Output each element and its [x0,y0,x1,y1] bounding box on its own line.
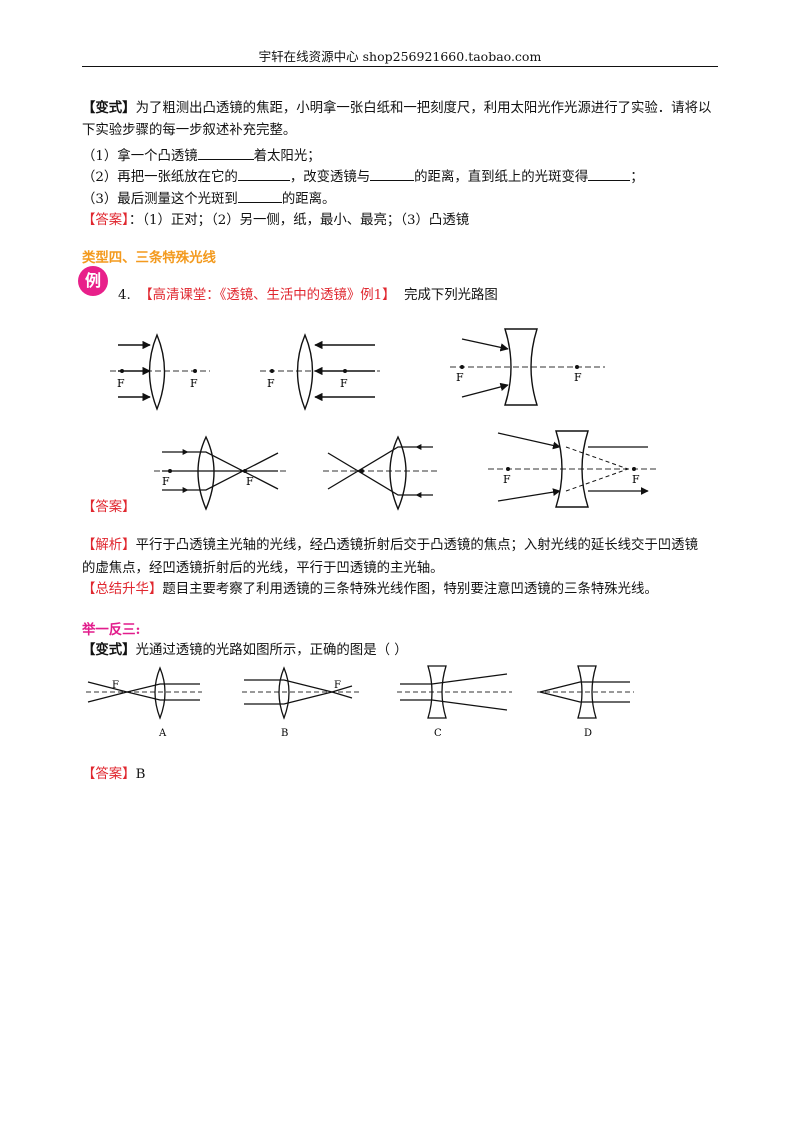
focus-label: F [340,377,348,390]
analysis-label: 【解析】 [82,538,136,553]
step2-b: ，改变透镜与 [289,170,371,185]
variant1-line1: 【变式】为了粗测出凸透镜的焦距，小明拿一张白纸和一把刻度尺，利用太阳光作光源进行… [82,98,711,119]
practice-label: 【变式】 [82,642,136,658]
practice-question-text: 光通过透镜的光路如图所示，正确的图是（ ） [135,643,408,658]
ray-diagrams-answers: F F F F [154,430,658,511]
focus-label: F [117,377,125,390]
practice-answer: 【答案】B [82,765,145,785]
answer-convex-2 [323,435,438,511]
header-rule [82,66,718,67]
example-source: 【高清课堂：《透镜、生活中的透镜》例1】 [139,288,396,303]
practice-diagrams: F A F B C D [86,665,634,739]
option-a-diagram: F A [86,666,202,739]
answer2-label: 【答案】 [82,500,136,515]
section-title: 类型四、三条特殊光线 [82,250,216,266]
focus-label: F [334,680,341,691]
step2: （2）再把一张纸放在它的 ，改变透镜与 的距离，直到纸上的光斑变得 ； [82,166,644,188]
analysis-text: 平行于凸透镜主光轴的光线，经凸透镜折射后交于凸透镜的焦点；入射光线的延长线交于凹… [135,538,698,553]
step2-a: （2）再把一张纸放在它的 [82,170,238,185]
step3: （3）最后测量这个光斑到 的距离。 [82,188,335,210]
variant1-line2: 下实验步骤的每一步叙述补充完整。 [82,123,297,138]
convex-lens-icon [148,333,166,411]
option-d-label: D [584,728,592,739]
practice-title: 举一反三: [82,622,141,638]
practice-answer-label: 【答案】 [82,767,136,782]
diagram-convex-1: F F [110,333,210,411]
concave-lens-icon [577,665,597,719]
convex-lens-icon [154,666,166,720]
focus-label: F [632,473,640,486]
step2-d: ； [630,170,644,185]
step1-b: 着太阳光； [253,149,321,164]
concave-lens-icon [555,430,589,508]
example-badge: 例 [78,266,108,296]
variant-text: 为了粗测出凸透镜的焦距，小明拿一张白纸和一把刻度尺，利用太阳光作光源进行了实验．… [135,101,712,116]
summary-line: 【总结升华】题目主要考察了利用透镜的三条特殊光线作图，特别要注意凹透镜的三条特殊… [82,580,658,600]
step1: （1）拿一个凸透镜 着太阳光； [82,145,321,167]
concave-lens-icon [427,665,447,719]
diagram-concave-1: F F [450,328,605,406]
answer-concave-1: F F [488,430,658,508]
step3-a: （3）最后测量这个光斑到 [82,192,238,207]
blank-3 [370,166,415,181]
focus-label: F [246,475,254,488]
example-line: 4. 【高清课堂：《透镜、生活中的透镜》例1】 完成下列光路图 [118,286,498,306]
convex-lens-icon [278,666,290,720]
focus-label: F [112,680,119,691]
convex-lens-icon [296,333,314,411]
convex-lens-icon [389,435,407,511]
blank-4 [588,166,631,181]
option-d-diagram: D [537,665,634,739]
step3-b: 的距离。 [281,192,336,207]
example-instruction: 完成下列光路图 [404,288,498,303]
step1-a: （1）拿一个凸透镜 [82,149,198,164]
page-header: 宇轩在线资源中心 shop256921660.taobao.com [258,49,542,64]
focus-label: F [503,473,511,486]
focus-label: F [267,377,275,390]
practice-answer-value: B [135,767,146,782]
answer-text: ：（1）正对；（2）另一侧，纸，最小、最亮；（3）凸透镜 [128,213,470,228]
summary-text: 题目主要考察了利用透镜的三条特殊光线作图，特别要注意凹透镜的三条特殊光线。 [162,582,658,597]
blank-1 [197,145,254,160]
focus-label: F [456,371,464,384]
summary-label: 【总结升华】 [82,582,163,597]
convex-lens-icon [197,435,215,511]
example-number: 4. [118,288,131,303]
analysis-line1: 【解析】平行于凸透镜主光轴的光线，经凸透镜折射后交于凸透镜的焦点；入射光线的延长… [82,536,698,556]
blank-2 [237,166,290,181]
practice-question: 【变式】光通过透镜的光路如图所示，正确的图是（ ） [82,640,408,661]
answer-convex-1: F F [154,435,288,511]
focus-label: F [574,371,582,384]
step2-c: 的距离，直到纸上的光斑变得 [414,170,589,185]
variant-label: 【变式】 [82,100,136,116]
option-c-label: C [434,728,442,739]
blank-5 [237,188,282,203]
answer-label: 【答案】 [82,213,129,228]
diagram-convex-2: F F [260,333,380,411]
option-b-diagram: F B [242,666,360,739]
focus-label: F [190,377,198,390]
option-c-diagram: C [397,665,512,739]
concave-lens-icon [504,328,538,406]
focus-label: F [162,475,170,488]
option-a-label: A [158,728,167,739]
option-b-label: B [281,728,288,739]
analysis-line2: 的虚焦点，经凹透镜折射后的光线，平行于凹透镜的主光轴。 [82,561,444,576]
ray-diagrams-questions: F F F F F F [110,328,605,411]
variant1-answer: 【答案】：（1）正对；（2）另一侧，纸，最小、最亮；（3）凸透镜 [82,211,469,231]
